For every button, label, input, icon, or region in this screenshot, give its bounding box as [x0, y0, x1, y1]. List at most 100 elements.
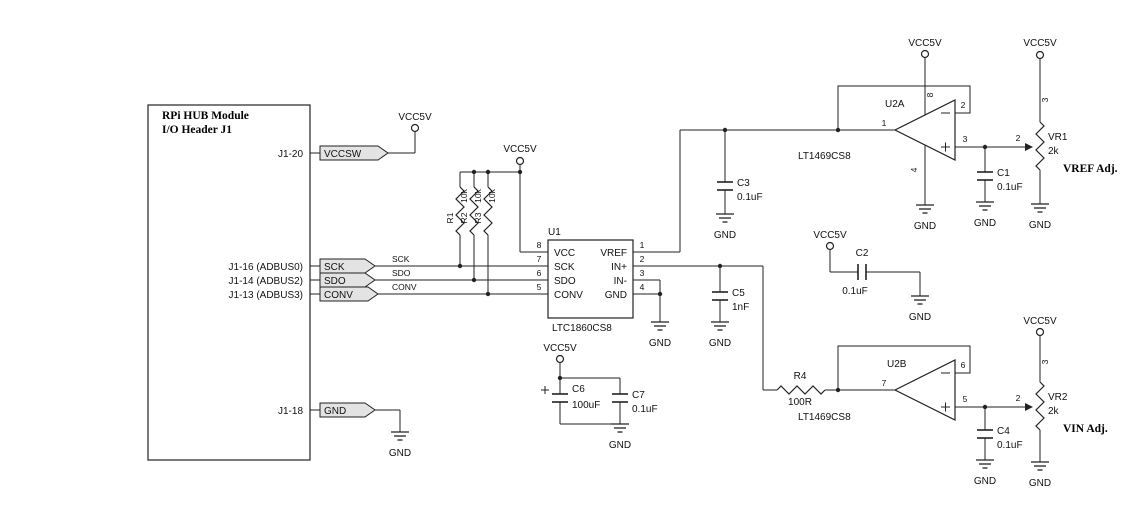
vcc-circle-icon [1035, 50, 1045, 60]
vr2-pin-wiper-number: 2 [1016, 393, 1021, 403]
vcc-circle-icon [410, 123, 420, 133]
r2-ref-label: R2 [459, 212, 469, 223]
vcc-label: VCC5V [908, 38, 942, 49]
gnd-icon [910, 295, 930, 305]
pot-vr2: 2 3 VR2 2k VIN Adj. [1014, 359, 1108, 435]
header-pin-j1-16: J1-16 (ADBUS0) [229, 262, 303, 273]
vcc-label: VCC5V [1023, 316, 1057, 327]
cap-c7: C7 0.1uF [612, 390, 658, 415]
cap-c2: C2 0.1uF [842, 248, 869, 297]
vr1-body [1035, 121, 1045, 171]
gnd-label: GND [609, 440, 631, 451]
vr1-value-label: 2k [1048, 146, 1060, 157]
cap-c6: C6 100uF [541, 384, 600, 411]
u2b-ref-label: U2B [887, 359, 907, 370]
c3-ref-label: C3 [737, 178, 750, 189]
gnd-label: GND [1029, 220, 1051, 231]
vcc-circle-icon [515, 156, 525, 166]
net-flag-gnd [319, 402, 376, 418]
vin-adj-label: VIN Adj. [1063, 423, 1108, 435]
wiper-arrow-icon [1025, 403, 1033, 411]
gnd-label: GND [909, 312, 931, 323]
c7-ref-label: C7 [632, 390, 645, 401]
vr2-ref-label: VR2 [1048, 392, 1068, 403]
gnd-label: GND [649, 338, 671, 349]
r1-value-label: 10k [459, 188, 469, 202]
u1-pin1-number: 1 [640, 240, 645, 250]
u1-pin-vref-name: VREF [600, 248, 627, 259]
vcc-label: VCC5V [1023, 38, 1057, 49]
gnd-icon [650, 321, 670, 331]
header-pin-j1-20: J1-20 [278, 149, 303, 160]
r4-ref-label: R4 [794, 371, 807, 382]
r4-value-label: 100R [788, 397, 812, 408]
wire-label-sck: SCK [392, 254, 410, 264]
u2a-pin-vminus-number: 4 [909, 167, 919, 172]
u1-pin-sck-name: SCK [554, 262, 575, 273]
net-flag-conv [319, 286, 379, 302]
wire-label-sdo: SDO [392, 268, 411, 278]
u2b-triangle [893, 359, 956, 421]
gnd-icon [710, 321, 730, 331]
gnd-symbols: GND GND GND GND GND GND GND GND GND GND … [389, 201, 1051, 489]
c6-ref-label: C6 [572, 384, 585, 395]
u1-pin7-number: 7 [537, 254, 542, 264]
gnd-icon [1030, 203, 1050, 213]
header-pin-j1-18: J1-18 [278, 406, 303, 417]
u2b-pin-inv-number: 6 [961, 360, 966, 370]
gnd-icon [1030, 461, 1050, 471]
gnd-label: GND [974, 218, 996, 229]
pot-vr1: 2 3 VR1 2k VREF Adj. [1014, 97, 1118, 175]
gnd-icon [915, 204, 935, 214]
net-flag-sdo [319, 272, 376, 288]
c2-ref-label: C2 [856, 248, 869, 259]
c4-ref-label: C4 [997, 426, 1010, 437]
u1-pin-inplus-name: IN+ [611, 262, 627, 273]
u1-pin6-number: 6 [537, 268, 542, 278]
u1-pin-inminus-name: IN- [614, 276, 627, 287]
opamp-u2b: U2B LT1469CS8 7 6 5 [798, 359, 968, 423]
gnd-icon [390, 431, 410, 441]
gnd-label: GND [389, 448, 411, 459]
u1-pin4-number: 4 [640, 282, 645, 292]
cap-c4: C4 0.1uF [977, 407, 1023, 460]
r1-ref-label: R1 [445, 212, 455, 223]
u2a-pin-inv-number: 2 [961, 100, 966, 110]
vcc-label: VCC5V [543, 343, 577, 354]
vcc-circle-icon [1035, 327, 1045, 337]
u1-pin-vcc-name: VCC [554, 248, 575, 259]
vr1-pin-top-number: 3 [1040, 97, 1050, 102]
vcc-symbols: VCC5V VCC5V VCC5V VCC5V VCC5V VCC5V VCC5… [398, 38, 1057, 364]
net-flags: VCCSW SCK SDO CONV GND SCK SDO CONV [319, 145, 417, 418]
vr1-ref-label: VR1 [1048, 132, 1068, 143]
vref-adj-label: VREF Adj. [1063, 163, 1118, 175]
u2a-pin-vplus-number: 8 [925, 92, 935, 97]
u2b-pin-noninv-number: 5 [963, 394, 968, 404]
u1-pin-gnd-name: GND [605, 290, 627, 301]
pullup-resistors: R1 R2 R3 10k 10k 10k [445, 172, 497, 294]
cap-c3: C3 0.1uF [717, 130, 763, 214]
vcc-label: VCC5V [813, 230, 847, 241]
r2-value-label: 10k [473, 188, 483, 202]
vcc-label: VCC5V [398, 112, 432, 123]
c7-value-label: 0.1uF [632, 404, 658, 415]
net-flag-conv-label: CONV [324, 290, 353, 301]
vr2-body [1035, 381, 1045, 431]
gnd-label: GND [709, 338, 731, 349]
u2a-ref-label: U2A [885, 99, 905, 110]
u1-pin3-number: 3 [640, 268, 645, 278]
gnd-icon [975, 201, 995, 211]
header-module: RPi HUB Module I/O Header J1 J1-20 J1-16… [147, 104, 311, 461]
r3-value-label: 10k [487, 188, 497, 202]
cap-c1: C1 0.1uF [977, 147, 1023, 202]
c1-value-label: 0.1uF [997, 182, 1023, 193]
wire-label-conv: CONV [392, 282, 417, 292]
c4-value-label: 0.1uF [997, 440, 1023, 451]
gnd-icon [975, 459, 995, 469]
adc-u1: U1 LTC1860CS8 8 7 6 5 VCC SCK SDO CONV V… [537, 227, 645, 334]
u2a-pin-noninv-number: 3 [963, 134, 968, 144]
gnd-label: GND [974, 476, 996, 487]
cap-c5: C5 1nF [712, 266, 749, 322]
